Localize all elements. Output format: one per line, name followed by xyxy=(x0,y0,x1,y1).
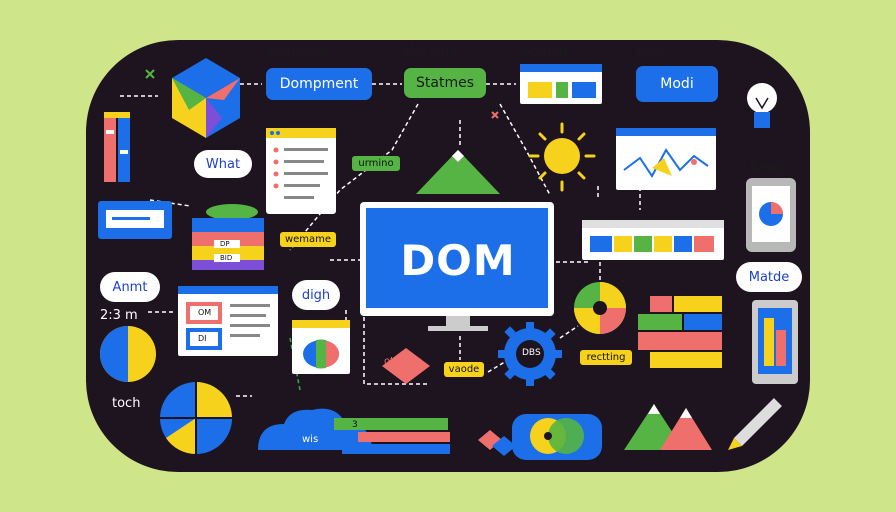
mountain-icon xyxy=(416,150,500,194)
dbs-tag: DBS xyxy=(522,348,541,358)
layer-stack-icon xyxy=(192,204,264,270)
small-diamonds-icon xyxy=(478,430,516,456)
wemame-tag: wemame xyxy=(280,232,336,247)
book-stack-icon xyxy=(104,112,130,182)
header-label-somom: Somom xyxy=(522,44,572,59)
header-label-motume: Motume xyxy=(404,44,458,59)
what-bubble: What xyxy=(194,150,252,178)
time-label: 2:3 m xyxy=(100,308,138,323)
statmes-box: Statmes xyxy=(404,68,486,98)
rectting-tag: rectting xyxy=(580,350,632,365)
digh-bubble: digh xyxy=(292,280,340,310)
bid-tag: BID xyxy=(220,254,233,262)
sparkle-marks xyxy=(145,69,155,79)
matde-bubble: Matde xyxy=(736,262,802,292)
wis-tag: wis xyxy=(302,434,319,445)
venn-icon xyxy=(512,414,602,460)
chart-window-icon xyxy=(616,128,716,190)
header-label-dorpmen: Dorpmen xyxy=(268,44,329,59)
dompment-box: Dompment xyxy=(266,68,372,100)
document-panel-icon xyxy=(266,128,336,214)
om-tag: OM xyxy=(198,308,212,317)
pencil-icon xyxy=(728,390,790,450)
three-tag: 3 xyxy=(352,420,358,430)
dp-tag: DP xyxy=(220,240,230,248)
vaode-tag: vaode xyxy=(444,362,484,377)
mountains-icon xyxy=(624,404,712,450)
circle-window-icon xyxy=(292,320,350,374)
dom-title: DOM xyxy=(400,235,516,285)
di-tag: DI xyxy=(198,334,207,343)
phone-icon xyxy=(746,178,796,252)
besgt-label: Besgt xyxy=(750,160,788,175)
dashboard-panel-icon xyxy=(582,220,724,260)
tablet-icon xyxy=(752,300,798,384)
header-label-sup: Sup: xyxy=(636,44,666,59)
blocks-icon xyxy=(638,296,722,368)
urmino-tag: urmino xyxy=(352,156,400,171)
lightbulb-icon xyxy=(745,81,779,128)
blue-card-icon xyxy=(98,201,172,239)
cloud-bars-icon xyxy=(258,408,450,454)
browser-window-icon xyxy=(178,286,278,356)
sun-icon xyxy=(528,122,596,192)
toch-label: toch xyxy=(112,396,141,411)
cube-icon xyxy=(172,58,240,138)
toolbar-window-icon xyxy=(520,64,602,104)
modi-box: Modi xyxy=(636,66,718,102)
sparkle-marks-red xyxy=(491,111,499,119)
monitor-icon xyxy=(360,202,554,331)
gear-icon xyxy=(498,322,562,386)
left-pie-icon xyxy=(100,326,156,382)
bottom-pie-icon xyxy=(160,382,232,455)
wheel-pie-icon xyxy=(574,282,626,334)
anmt-bubble: Anmt xyxy=(100,272,160,302)
otonam-tag: otonam xyxy=(384,356,423,367)
diamond-icon xyxy=(382,348,430,384)
